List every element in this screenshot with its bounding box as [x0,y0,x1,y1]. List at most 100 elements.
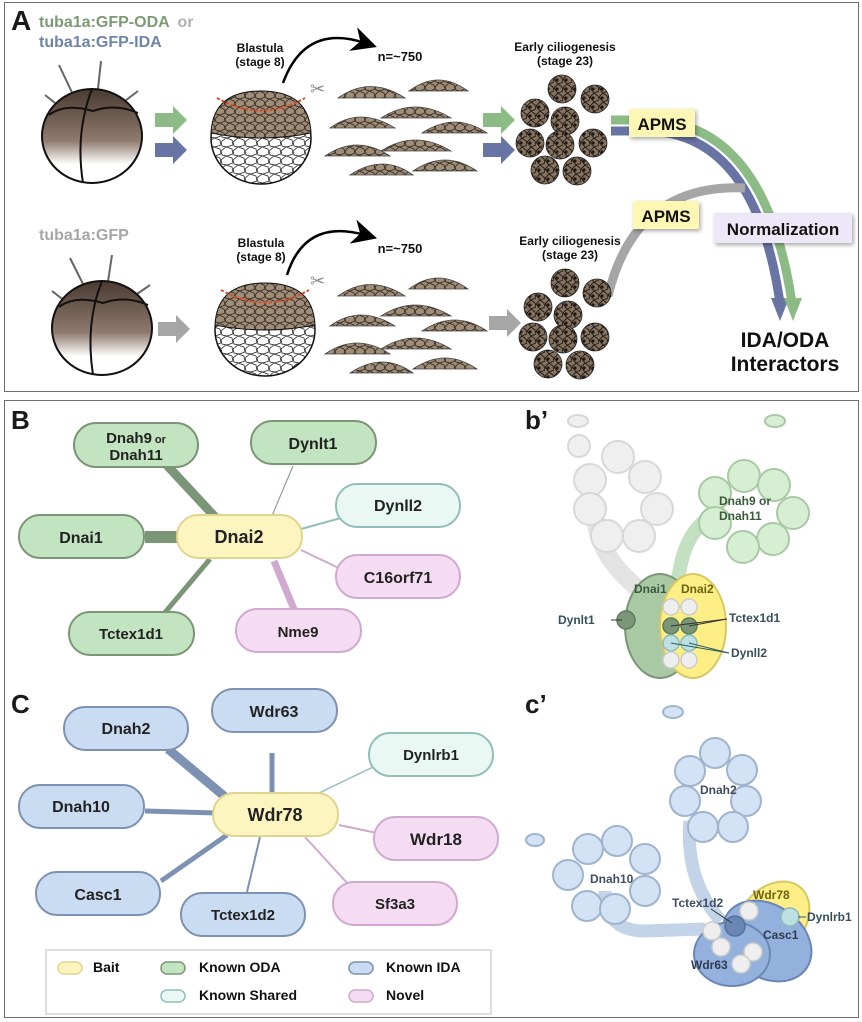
title-oda: tuba1a:GFP-ODA [39,14,170,31]
panel-c-prime-letter: c’ [525,689,547,719]
apms-box-top [629,109,695,137]
panel-a-letter: A [11,5,31,36]
legend-item-bait: Bait [57,959,120,975]
node-nme9[interactable]: Nme9 [235,608,362,653]
oda-arrow-icon-2 [483,106,515,134]
title-oda-group: tuba1a:GFP-ODA or [39,14,194,31]
curved-arrow-icon-bottom [285,219,378,276]
node-label: Dynlt1 [289,436,338,453]
legend-swatch-shared [160,989,186,1003]
dnai2-label: Dnai2 [681,582,714,596]
cilio-label-line1: Early ciliogenesis [514,40,616,54]
node-dnai1[interactable]: Dnai1 [18,514,145,559]
legend-label: Known IDA [386,959,461,975]
count-label: n=~750 [378,49,423,64]
legend-item-oda: Known ODA [160,959,281,975]
node-dnah10[interactable]: Dnah10 [18,784,145,829]
node-label: Dnai2 [214,527,263,547]
dynll2-label: Dynll2 [731,646,767,660]
edge-dnai2-dynlt1 [270,465,294,519]
legend-box [45,949,492,1015]
legend-swatch-novel [348,989,374,1003]
apms-box-bottom [633,201,699,229]
node-label: Wdr78 [247,805,302,825]
blastula-embryo-icon-bottom [214,282,316,377]
edge-dnai2-tctex1d1 [160,557,212,618]
node-label: Sf3a3 [375,896,415,913]
node-dynll2[interactable]: Dynll2 [335,483,461,528]
node-label: C16orf71 [364,570,433,587]
node-label: Tctex1d1 [99,626,163,643]
edge-wdr78-tctex1d2 [246,836,261,893]
node-wdr78-bait[interactable]: Wdr78 [212,792,339,837]
ida-arrow-icon [155,136,187,164]
blastula-label-bottom-line1: Blastula [238,236,285,250]
result-label-line2: Interactors [731,353,840,376]
blastula-label-line2: (stage 8) [235,55,284,69]
ida-arrow-icon-2 [483,136,515,164]
node-tctex1d2[interactable]: Tctex1d2 [180,892,306,937]
panel-b-letter: B [11,405,30,435]
node-dynlrb1[interactable]: Dynlrb1 [368,732,494,777]
dnah2-label: Dnah2 [700,783,737,797]
node-label: Dynll2 [374,498,422,515]
node-label: Casc1 [74,887,121,904]
explants-icon-top [323,79,489,176]
legend-item-ida: Known IDA [348,959,461,975]
panel-a: A tuba1a:GFP-ODA or tuba1a:GFP-IDA Blast… [4,2,859,392]
edge-dnai2-dynll2 [300,517,342,530]
dynlt1-label: Dynlt1 [558,613,595,627]
apms-label-bottom: APMS [641,207,690,226]
normalization-box [714,213,852,243]
apms-label-top: APMS [637,115,686,134]
edge-dnai2-nme9 [270,559,300,616]
legend: Bait Known ODA Known IDA Known Shared No… [57,959,461,1003]
node-label: Wdr18 [410,830,462,849]
node-tctex1d1[interactable]: Tctex1d1 [68,611,195,656]
result-label-line1: IDA/ODA [741,329,830,352]
node-dnai2-bait[interactable]: Dnai2 [176,514,303,559]
legend-label: Known ODA [199,959,281,975]
node-sf3a3[interactable]: Sf3a3 [332,881,458,926]
ciliated-explants-icon-top [515,74,610,186]
node-label: Dynlrb1 [403,747,459,764]
count-label-bottom: n=~750 [378,241,423,256]
node-c16orf71[interactable]: C16orf71 [335,554,461,599]
edge-wdr78-dynlrb1 [316,766,374,795]
node-dynlt1[interactable]: Dynlt1 [250,420,377,465]
panel-a-graphic: A tuba1a:GFP-ODA or tuba1a:GFP-IDA Blast… [11,5,852,380]
panel-b-prime-letter: b’ [525,405,548,435]
title-ida: tuba1a:GFP-IDA [39,34,162,51]
node-dnah2[interactable]: Dnah2 [63,706,189,751]
node-label-line2: Dnah11 [109,447,162,464]
oda-arrow-icon [155,106,187,134]
curved-arrow-icon [281,27,377,84]
injected-embryo-icon-top [41,60,143,184]
scissors-icon: ✂ [310,79,325,99]
ida-arrowhead-icon [771,298,789,321]
dnai1-label: Dnai1 [634,582,667,596]
wdr78-label: Wdr78 [753,888,790,902]
node-wdr18[interactable]: Wdr18 [373,816,499,861]
node-casc1[interactable]: Casc1 [35,871,161,916]
casc1-label: Casc1 [763,928,799,942]
node-wdr63[interactable]: Wdr63 [211,688,338,733]
legend-label: Novel [386,987,424,1003]
blastula-label-line1: Blastula [237,41,284,55]
dynlrb1-label: Dynlrb1 [807,910,852,924]
node-label: Wdr63 [250,704,299,721]
edge-dnai2-dnah9 [159,457,220,522]
dnah10-heavy-chain [525,825,706,938]
title-or: or [178,14,194,31]
normalization-label: Normalization [727,220,839,239]
edge-wdr78-dnah2 [165,745,233,805]
edge-wdr78-dnah10 [144,808,218,816]
legend-swatch-ida [348,961,374,975]
legend-item-shared: Known Shared [160,987,297,1003]
oda-arrowhead-icon [784,298,802,321]
ciliated-explants-icon-bottom [518,268,612,380]
dnah9-label: Dnah9 or [719,494,771,508]
c-light-chains [702,901,800,974]
